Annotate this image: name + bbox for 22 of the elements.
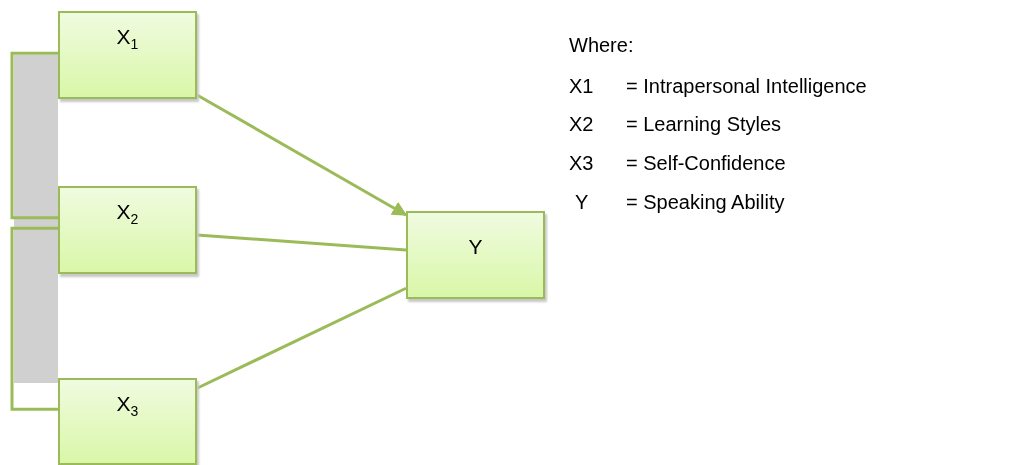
legend-text: X1	[569, 75, 594, 98]
connector-line	[196, 233, 407, 252]
legend-text: Where:	[569, 34, 634, 57]
variable-box	[58, 186, 197, 274]
variable-label: X$_{2}$	[116, 200, 139, 228]
variable-box	[58, 378, 197, 465]
legend-text: = Learning Styles	[626, 113, 782, 136]
legend-text: = Intrapersonal Intelligence	[626, 75, 867, 98]
arrow	[196, 93, 408, 217]
legend-text: = Self-Confidence	[626, 152, 786, 175]
variable-label: Y	[468, 235, 483, 259]
variable-box	[406, 211, 545, 299]
legend-text: Y	[575, 191, 589, 214]
variable-label: X$_{1}$	[116, 25, 139, 53]
legend-text: = Speaking Ability	[626, 191, 785, 214]
legend-text: X2	[569, 113, 594, 136]
variable-box	[58, 11, 197, 99]
legend-text: X3	[569, 152, 594, 175]
variable-label: X$_{3}$	[116, 392, 139, 420]
connector-line	[196, 286, 407, 390]
connector-line	[10, 226, 58, 411]
connector-line	[10, 51, 58, 220]
